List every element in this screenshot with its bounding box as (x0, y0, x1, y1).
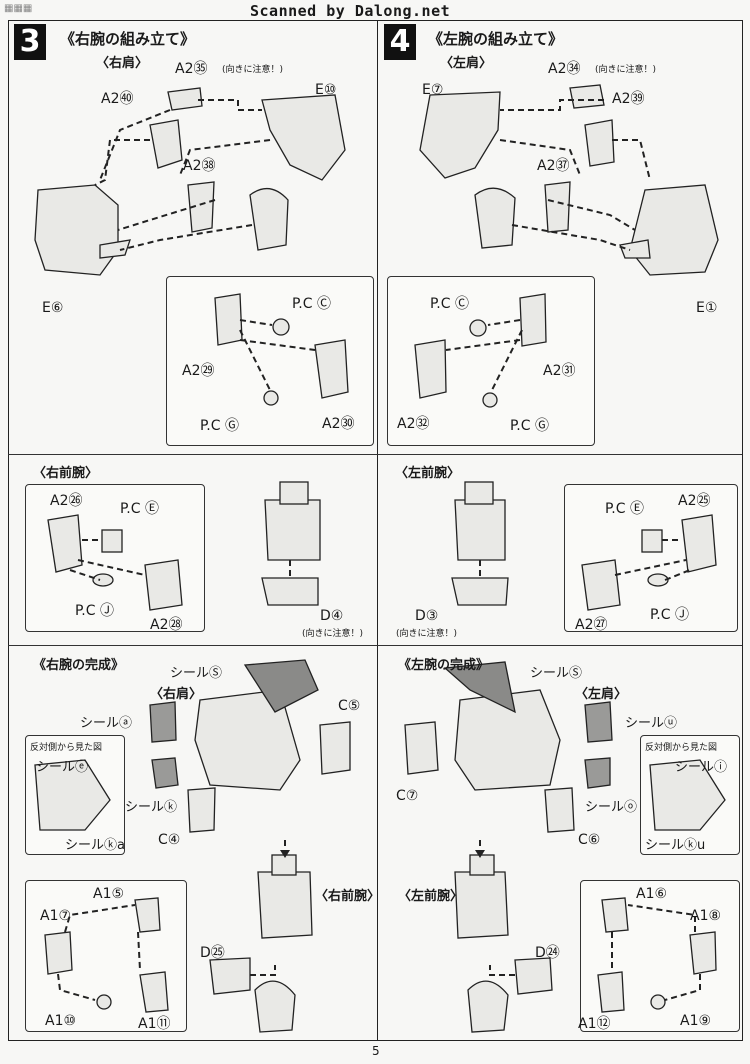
part-c4: C④ (158, 832, 181, 848)
left-shoulder-label: 〈左肩〉 (575, 687, 628, 702)
part-a2-34: A2㉞ (548, 61, 581, 77)
part-e1: E① (696, 300, 718, 316)
part-a2-35: A2㉟ (175, 61, 208, 77)
page-number: 5 (372, 1044, 380, 1058)
part-e10: E⑩ (315, 82, 337, 98)
part-d3-note: (向きに注意！) (396, 629, 458, 639)
part-pc-g-left: P.C Ⓖ (510, 418, 549, 434)
part-a1-7: A1⑦ (40, 908, 72, 924)
part-a1-9: A1⑨ (680, 1013, 712, 1029)
seal-su-right: シールⓈ (170, 666, 223, 681)
part-pc-j-left: P.C Ⓙ (650, 607, 689, 623)
divider-left-2 (8, 645, 377, 646)
part-c5: C⑤ (338, 698, 361, 714)
part-a1-8: A1⑧ (690, 908, 722, 924)
seal-i: シールⓘ (675, 760, 728, 775)
part-a2-31: A2㉛ (543, 363, 576, 379)
part-a1-5: A1⑤ (93, 886, 125, 902)
seal-o: シールⓞ (585, 800, 638, 815)
right-shoulder-label: 〈右肩〉 (150, 687, 203, 702)
part-a2-26: A2㉖ (50, 493, 83, 509)
part-pc-e-left: P.C Ⓔ (605, 501, 644, 517)
part-a1-10: A1⑩ (45, 1013, 77, 1029)
part-pc-g-right: P.C Ⓖ (200, 418, 239, 434)
part-a2-25: A2㉕ (678, 493, 711, 509)
divider-right-2 (377, 645, 742, 646)
part-a2-34-note: (向きに注意！) (595, 65, 657, 75)
part-c7: C⑦ (396, 788, 419, 804)
left-shoulder-heading: 〈左肩〉 (440, 56, 493, 71)
right-border (742, 20, 743, 1040)
left-forearm-heading: 〈左前腕〉 (395, 466, 461, 481)
part-a2-27: A2㉗ (575, 617, 608, 633)
right-arm-complete-heading: 《右腕の完成》 (33, 658, 125, 673)
part-a2-32: A2㉜ (397, 416, 430, 432)
seal-ka: シールⓚa (65, 838, 125, 853)
part-a2-39: A2㊴ (612, 91, 645, 107)
right-forearm-label: 〈右前腕〉 (315, 889, 381, 904)
part-d4-note: (向きに注意！) (302, 629, 364, 639)
step-3-title: 《右腕の組み立て》 (60, 30, 196, 48)
step-3-number: 3 (14, 24, 46, 60)
part-e7: E⑦ (422, 82, 444, 98)
left-arm-complete-heading: 《左腕の完成》 (398, 658, 490, 673)
opposite-view-label-left: 反対側から見た図 (645, 743, 718, 753)
seal-a: シールⓐ (80, 716, 133, 731)
part-a2-37: A2㊲ (537, 158, 570, 174)
part-e6: E⑥ (42, 300, 64, 316)
left-forearm-label: 〈左前腕〉 (398, 889, 464, 904)
part-pc-e-right: P.C Ⓔ (120, 501, 159, 517)
part-pc-c-left: P.C Ⓒ (430, 296, 469, 312)
part-a1-11: A1⑪ (138, 1016, 171, 1032)
part-d4: D④ (320, 608, 344, 624)
part-d24: D㉔ (535, 945, 560, 961)
step-4-title: 《左腕の組み立て》 (428, 30, 564, 48)
part-a2-38: A2㊳ (183, 158, 216, 174)
part-a2-28: A2㉘ (150, 617, 183, 633)
site-logo: ▦▦▦ (4, 3, 33, 14)
part-a1-6: A1⑥ (636, 886, 668, 902)
part-a2-35-note: (向きに注意！) (222, 65, 284, 75)
part-pc-j-right: P.C Ⓙ (75, 603, 114, 619)
seal-e: シールⓔ (36, 760, 89, 775)
left-border (8, 20, 9, 1040)
center-divider (377, 20, 378, 1040)
opposite-view-label-right: 反対側から見た図 (30, 743, 103, 753)
seal-ki: シールⓚ (125, 800, 178, 815)
scan-watermark: Scanned by Dalong.net (250, 2, 451, 20)
step-4-number: 4 (384, 24, 416, 60)
part-d25: D㉕ (200, 945, 225, 961)
part-a2-29: A2㉙ (182, 363, 215, 379)
right-shoulder-heading: 〈右肩〉 (96, 56, 149, 71)
part-pc-c-right: P.C Ⓒ (292, 296, 331, 312)
part-d3: D③ (415, 608, 439, 624)
part-c6: C⑥ (578, 832, 601, 848)
part-a1-12: A1⑫ (578, 1016, 611, 1032)
part-a2-30: A2㉚ (322, 416, 355, 432)
seal-ku: シールⓚu (645, 838, 706, 853)
forearm-inset-right (25, 484, 205, 632)
divider-right-1 (377, 454, 742, 455)
divider-left-1 (8, 454, 377, 455)
part-a2-40: A2㊵ (101, 91, 134, 107)
seal-su-left: シールⓈ (530, 666, 583, 681)
seal-u: シールⓤ (625, 716, 678, 731)
bottom-border (8, 1040, 743, 1041)
right-forearm-heading: 〈右前腕〉 (33, 466, 99, 481)
top-border (8, 20, 742, 21)
